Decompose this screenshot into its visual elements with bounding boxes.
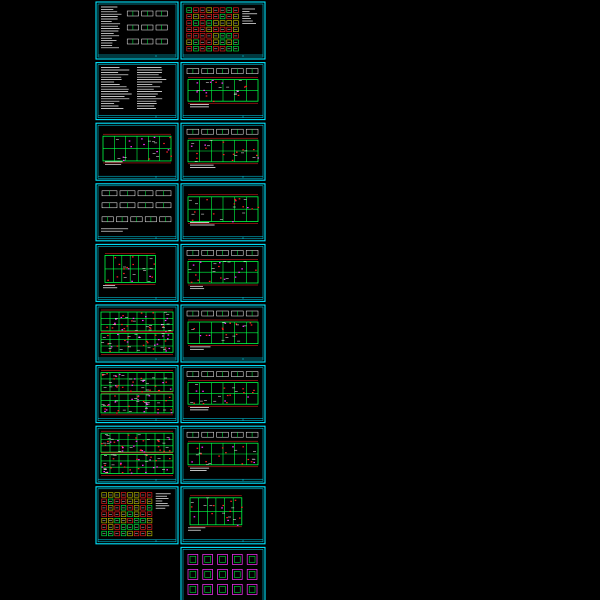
drawing-sheet-R6: [180, 304, 266, 363]
drawing-sheet-R8: [180, 425, 266, 484]
drawing-sheet-L8: [95, 425, 179, 484]
drawing-sheet-L2: [95, 62, 179, 121]
drawing-sheet-R2: [180, 62, 266, 121]
drawing-sheet-R7: [180, 365, 266, 424]
drawing-sheet-L3: [95, 122, 179, 181]
drawing-sheet-L4: [95, 183, 179, 242]
drawing-sheet-L7: [95, 365, 179, 424]
drawing-sheet-R9: [180, 486, 266, 545]
drawing-sheet-L6: [95, 304, 179, 363]
drawing-sheet-L5: [95, 243, 179, 302]
drawing-sheet-R3: [180, 122, 266, 181]
drawing-sheet-L1: [95, 1, 179, 60]
drawing-sheet-R4: [180, 183, 266, 242]
drawing-sheet-R5: [180, 243, 266, 302]
drawing-sheet-R10: [180, 546, 266, 600]
sheets-layer: [95, 1, 266, 600]
drawing-sheet-L9: [95, 486, 179, 545]
drawing-sheet-R1: [180, 1, 266, 60]
